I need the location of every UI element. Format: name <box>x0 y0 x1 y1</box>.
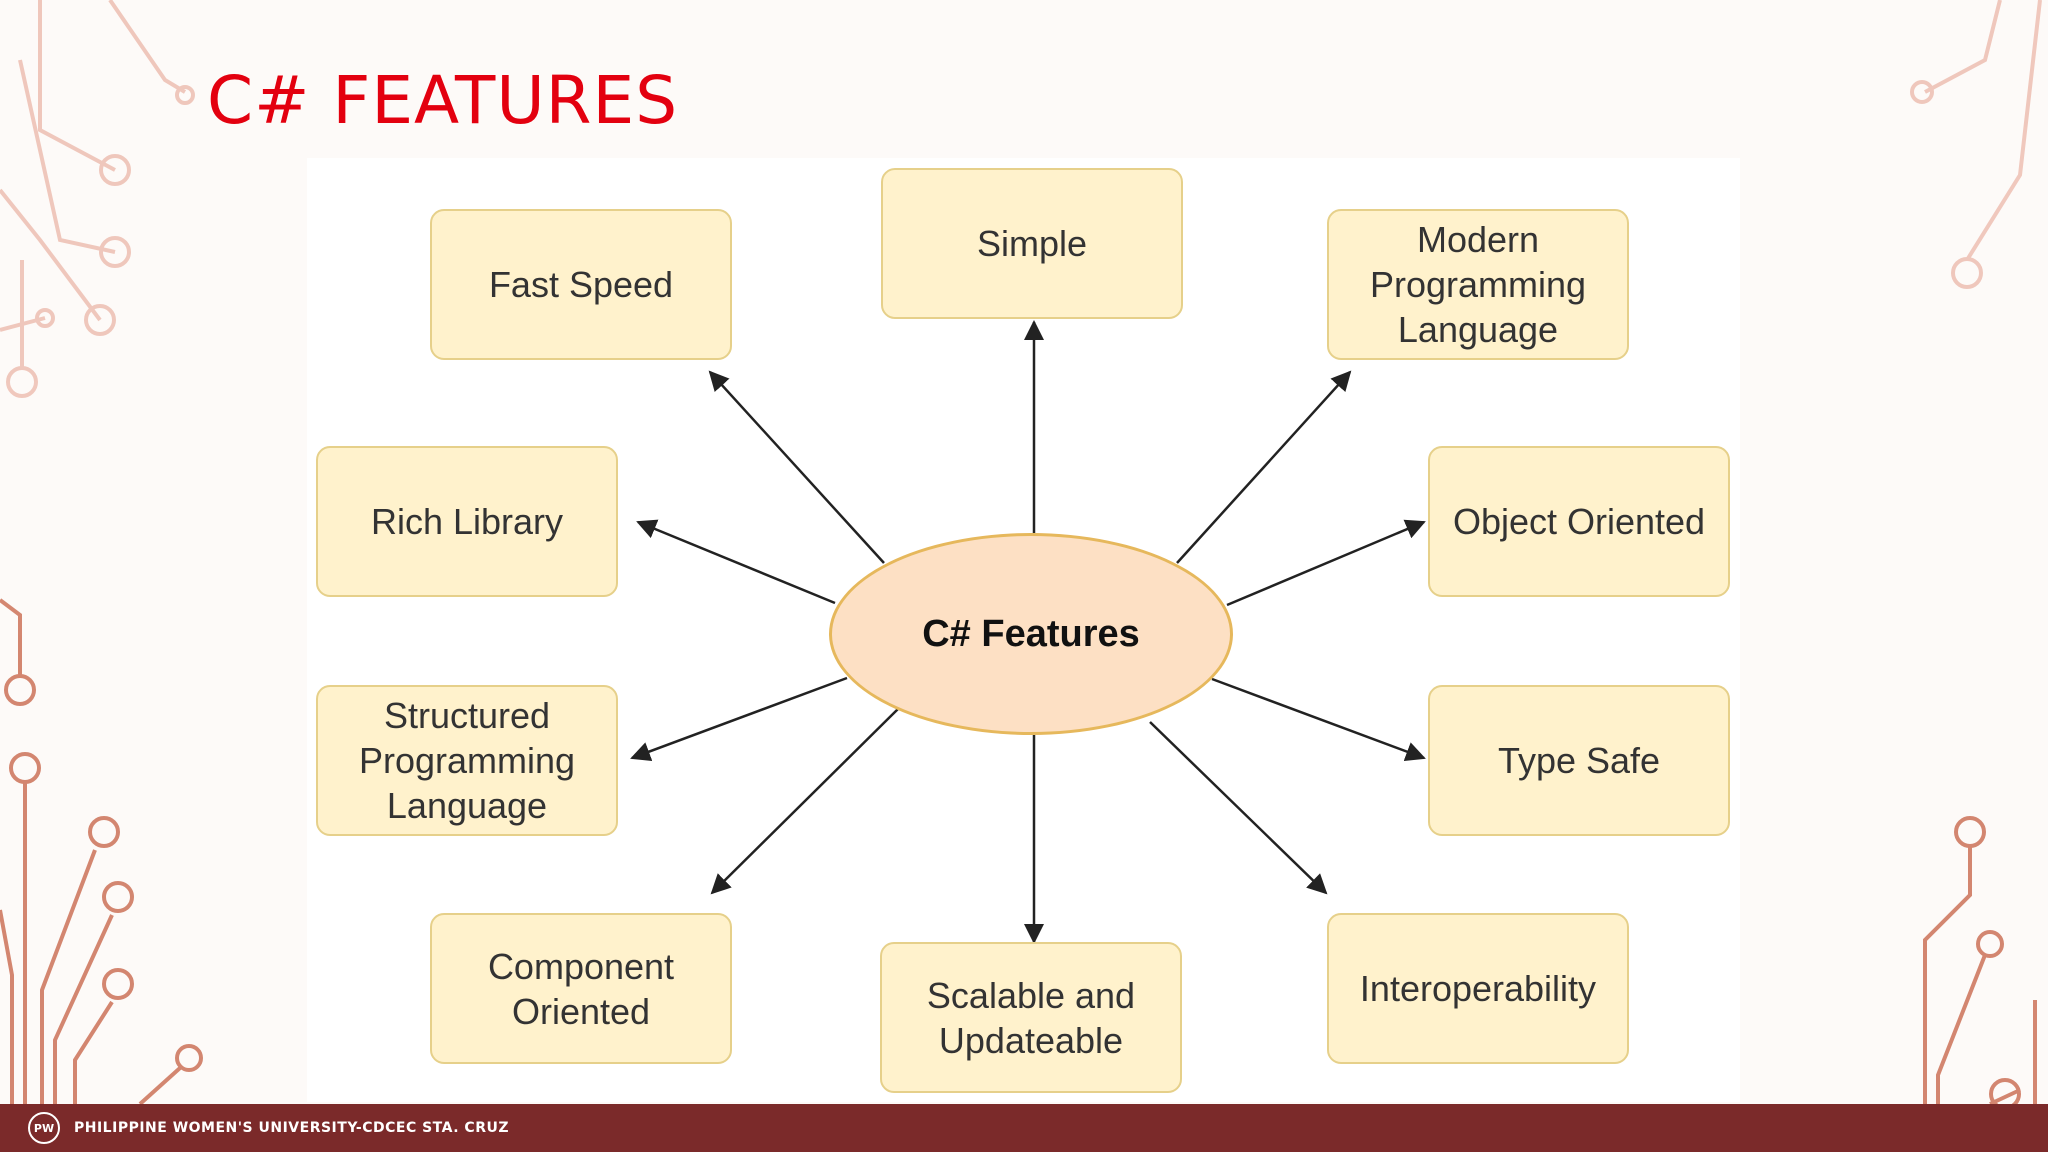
arrow-structured-programming-language <box>630 676 848 762</box>
arrow-component-oriented <box>710 706 901 895</box>
center-node: C# Features <box>829 533 1233 735</box>
feature-box-fast-speed: Fast Speed <box>430 209 732 360</box>
feature-box-component-oriented: Component Oriented <box>430 913 732 1064</box>
feature-box-modern-programming-language: Modern Programming Language <box>1327 209 1629 360</box>
feature-box-scalable-and-updateable: Scalable and Updateable <box>880 942 1182 1093</box>
feature-label: Modern Programming Language <box>1369 219 1587 350</box>
footer-text: PHILIPPINE WOMEN'S UNIVERSITY-CDCEC STA.… <box>74 1120 509 1136</box>
slide-title: C# FEATURES <box>207 62 679 139</box>
feature-box-object-oriented: Object Oriented <box>1428 446 1730 597</box>
feature-label: Structured Programming Language <box>358 695 576 826</box>
feature-label: Rich Library <box>370 501 564 542</box>
feature-label: Fast Speed <box>488 264 674 305</box>
feature-box-rich-library: Rich Library <box>316 446 618 597</box>
feature-box-type-safe: Type Safe <box>1428 685 1730 836</box>
feature-label: Simple <box>976 223 1088 264</box>
arrow-object-oriented <box>1226 519 1426 607</box>
arrow-interoperability <box>1149 721 1328 895</box>
feature-label: Component Oriented <box>487 945 675 1032</box>
university-seal-icon: PW <box>28 1112 60 1144</box>
feature-label: Scalable and Updateable <box>926 974 1136 1061</box>
center-label: C# Features <box>922 612 1140 655</box>
arrow-type-safe <box>1211 677 1426 762</box>
footer-bar: PW PHILIPPINE WOMEN'S UNIVERSITY-CDCEC S… <box>0 1104 2048 1152</box>
arrow-fast-speed <box>708 370 885 564</box>
feature-label: Interoperability <box>1359 968 1597 1009</box>
feature-label: Type Safe <box>1497 740 1661 781</box>
arrow-modern-programming-language <box>1176 370 1352 564</box>
feature-box-interoperability: Interoperability <box>1327 913 1629 1064</box>
feature-box-structured-programming-language: Structured Programming Language <box>316 685 618 836</box>
feature-box-simple: Simple <box>881 168 1183 319</box>
feature-label: Object Oriented <box>1452 501 1706 542</box>
arrow-rich-library <box>636 519 836 605</box>
